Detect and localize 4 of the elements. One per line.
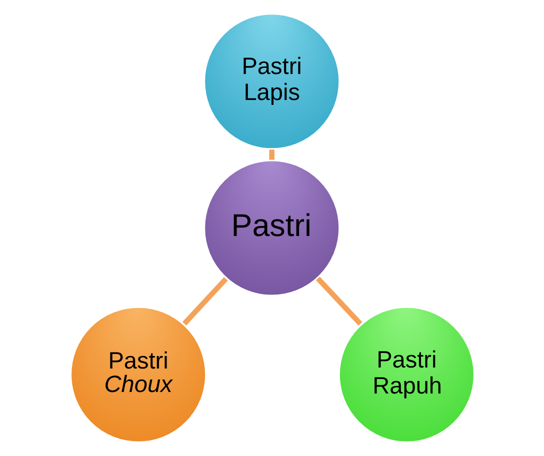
connector — [315, 276, 362, 326]
node-circle: Pastri Rapuh — [336, 305, 476, 444]
connector — [182, 277, 228, 326]
connector — [268, 150, 274, 160]
